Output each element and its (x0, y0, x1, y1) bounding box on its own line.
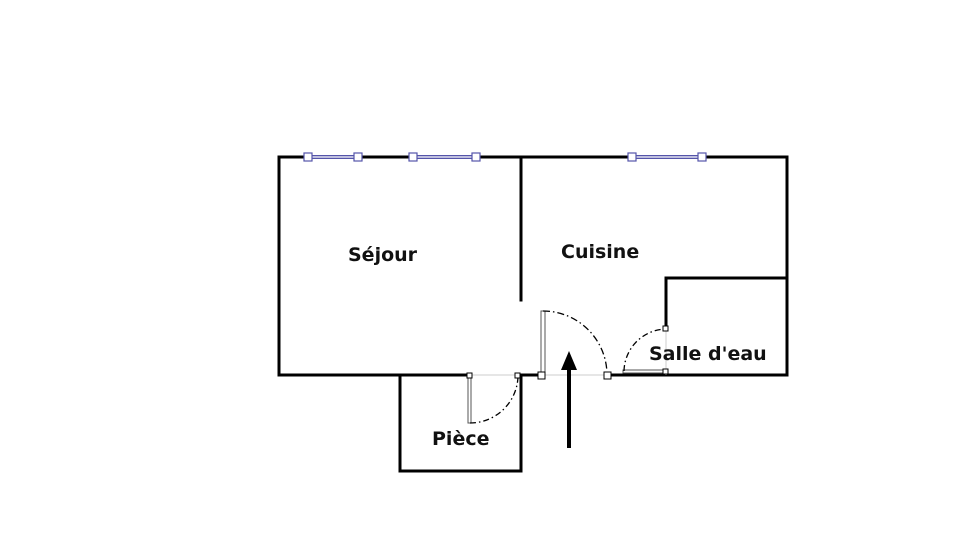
room-label-cuisine: Cuisine (561, 241, 639, 263)
room-label-piece: Pièce (432, 428, 489, 450)
doors (466, 310, 669, 424)
arrow-up-icon (561, 351, 577, 448)
window-sejour-2 (408, 152, 481, 162)
door-salle-deau (622, 325, 669, 375)
walls (277, 155, 789, 473)
door-piece (466, 372, 521, 424)
window-sejour-1 (303, 152, 363, 162)
door-entrance (537, 310, 612, 380)
windows (303, 152, 707, 162)
window-cuisine (627, 152, 707, 162)
room-label-sejour: Séjour (348, 244, 418, 266)
room-label-salle-deau: Salle d'eau (649, 343, 767, 365)
